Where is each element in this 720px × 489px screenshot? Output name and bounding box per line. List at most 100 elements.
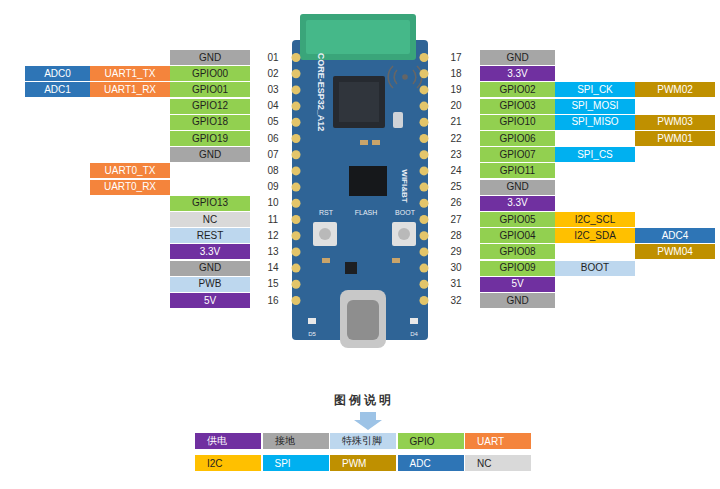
pin-name: PWM04 (657, 247, 693, 257)
pin-name: GPIO01 (192, 85, 228, 95)
legend-swatch: I2C (195, 455, 261, 471)
castellated-pad (292, 264, 301, 273)
pin-label: BOOT (555, 261, 635, 276)
pin-label: GPIO07 (480, 147, 555, 162)
pin-number: 03 (267, 85, 278, 95)
pin-name: GPIO03 (499, 101, 535, 111)
pin-label: GPIO00 (170, 66, 250, 81)
pin-number: 04 (267, 101, 278, 111)
pin-number: 26 (450, 198, 461, 208)
pin-label: GND (480, 50, 555, 65)
led (410, 318, 418, 324)
castellated-pad (420, 85, 429, 94)
castellated-pad (420, 69, 429, 78)
pin-label: SPI_MOSI (555, 99, 635, 114)
pin-name: GPIO02 (499, 85, 535, 95)
legend-text: NC (477, 458, 491, 469)
pin-name: GPIO06 (499, 134, 535, 144)
pin-number: 23 (450, 150, 461, 160)
pin-number: 22 (450, 134, 461, 144)
pin-name: PWM03 (657, 117, 693, 127)
castellated-pad (420, 150, 429, 159)
pin-name: GND (199, 263, 221, 273)
pin-name: 3.3V (507, 69, 528, 79)
pin-label: GPIO01 (170, 82, 250, 97)
pin-label: 3.3V (480, 66, 555, 81)
pin-label: PWM04 (635, 244, 715, 259)
resistor (360, 140, 368, 145)
legend-text: I2C (207, 458, 223, 469)
pin-name: PWM01 (657, 134, 693, 144)
pin-label: GND (170, 261, 250, 276)
castellated-pad (420, 215, 429, 224)
castellated-pad (292, 118, 301, 127)
legend-swatch: UART (465, 433, 531, 449)
castellated-pad (420, 183, 429, 192)
pin-name: PWB (199, 279, 222, 289)
pin-name: I2C_SDA (574, 231, 616, 241)
pin-label: UART0_TX (90, 163, 170, 178)
legend-swatch: 供电 (195, 433, 261, 449)
regulator (345, 262, 357, 274)
usb-c-port (347, 300, 379, 340)
castellated-pad (420, 231, 429, 240)
pin-number: 18 (450, 69, 461, 79)
pin-name: GPIO12 (192, 101, 228, 111)
legend-text: 供电 (207, 434, 227, 448)
pin-label: GND (480, 180, 555, 195)
rst-button (313, 222, 337, 246)
pin-name: ADC0 (44, 69, 71, 79)
legend-text: 接地 (275, 434, 295, 448)
pin-number: 07 (267, 150, 278, 160)
usb-c (340, 290, 386, 348)
pin-number: 14 (267, 263, 278, 273)
pin-name: 5V (204, 296, 216, 306)
pin-number: 09 (267, 182, 278, 192)
castellated-pad (292, 215, 301, 224)
pin-label: GPIO12 (170, 99, 250, 114)
pin-label: GPIO19 (170, 131, 250, 146)
pin-number: 15 (267, 279, 278, 289)
pin-label: UART1_TX (90, 66, 170, 81)
castellated-pad (292, 296, 301, 305)
pin-label: GND (170, 50, 250, 65)
pin-name: I2C_SCL (575, 215, 616, 225)
pin-label: PWB (170, 277, 250, 292)
pin-number: 32 (450, 296, 461, 306)
pin-number: 13 (267, 247, 278, 257)
legend-text: 特殊引脚 (342, 434, 382, 448)
castellated-pad (292, 85, 301, 94)
pin-number: 02 (267, 69, 278, 79)
pin-label: SPI_CK (555, 82, 635, 97)
pin-name: GPIO13 (192, 198, 228, 208)
pin-label: GPIO10 (480, 115, 555, 130)
pin-label: I2C_SDA (555, 228, 635, 243)
pin-name: GPIO08 (499, 247, 535, 257)
pin-name: GPIO10 (499, 117, 535, 127)
castellated-pad (420, 247, 429, 256)
castellated-pad (420, 134, 429, 143)
rst-button-cap (319, 228, 331, 240)
resistor (392, 258, 400, 263)
pin-number: 10 (267, 198, 278, 208)
pin-name: GND (506, 53, 528, 63)
castellated-pad (420, 280, 429, 289)
castellated-pad (420, 53, 429, 62)
pin-label: GPIO02 (480, 82, 555, 97)
castellated-pad (420, 118, 429, 127)
boot-button (392, 222, 416, 246)
board-marking: FLASH (355, 209, 378, 216)
castellated-pad (420, 199, 429, 208)
board-marking: WIFI&BT (400, 169, 408, 202)
pin-label: ADC1 (25, 82, 90, 97)
pin-name: SPI_MOSI (571, 101, 618, 111)
pin-label: GND (170, 147, 250, 162)
castellated-pad (292, 69, 301, 78)
legend-swatch: SPI (263, 455, 329, 471)
legend-text: UART (477, 436, 504, 447)
pin-number: 06 (267, 134, 278, 144)
castellated-pad (292, 166, 301, 175)
legend-swatch: ADC (398, 455, 464, 471)
castellated-pad (420, 264, 429, 273)
pin-number: 17 (450, 53, 461, 63)
